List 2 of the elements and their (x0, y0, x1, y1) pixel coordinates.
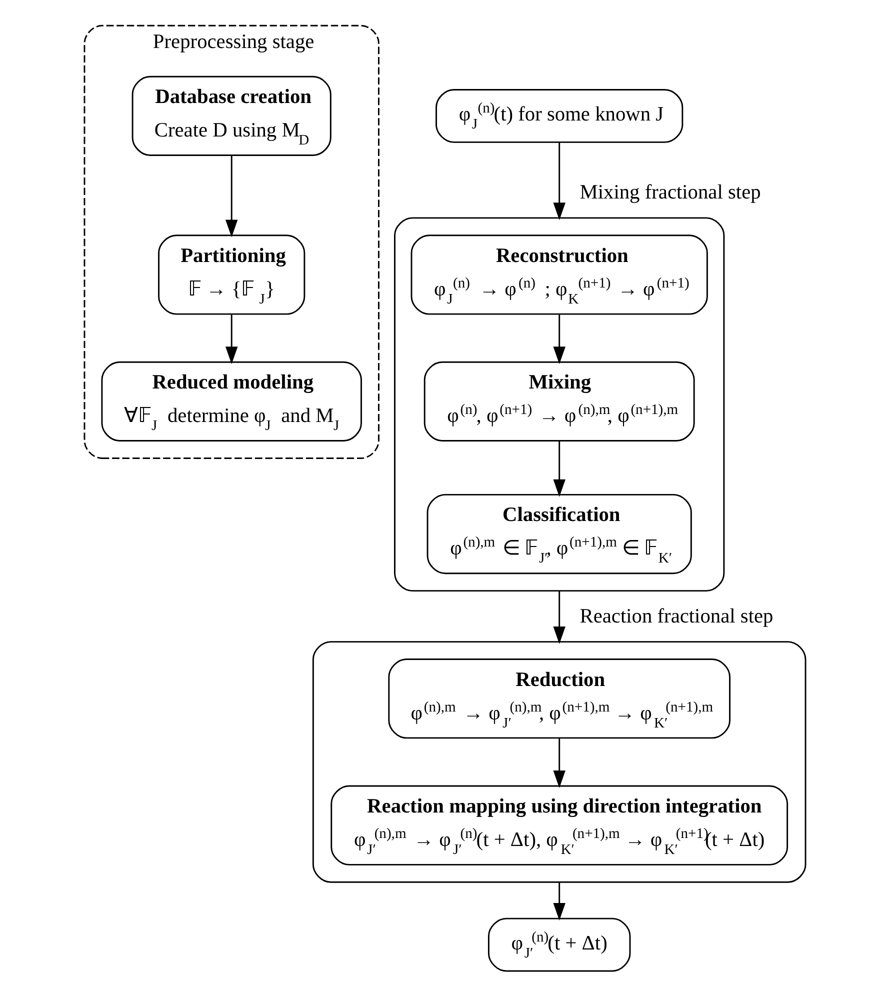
edge-label: Reaction fractional step (579, 605, 773, 628)
edge-label: Mixing fractional step (579, 182, 760, 204)
